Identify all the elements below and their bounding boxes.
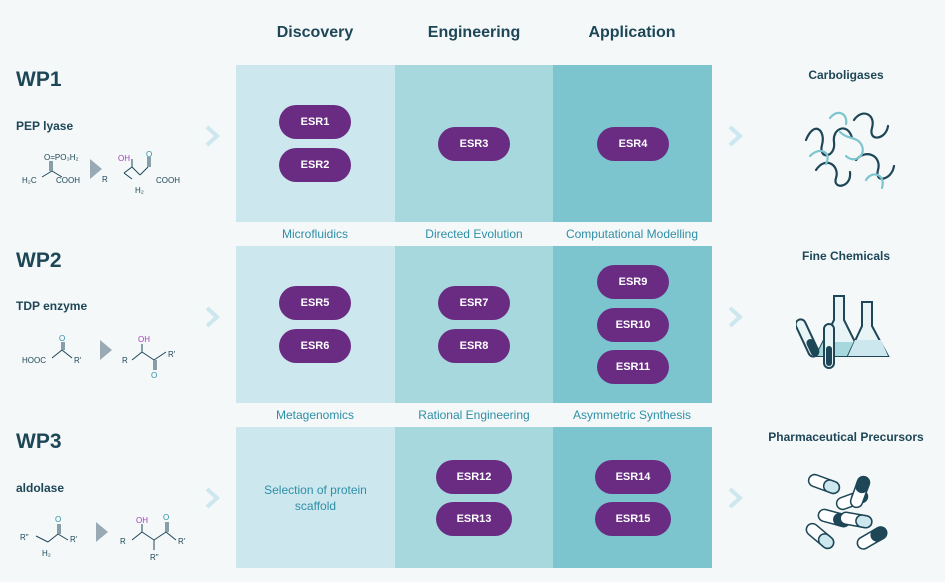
lab-glassware-icon	[796, 295, 890, 369]
method-microfluidics: Microfluidics	[281, 227, 348, 241]
chevron-right-icon	[728, 487, 743, 509]
protein-structure-icon	[804, 111, 896, 190]
wp1-prod-o-label: O	[146, 150, 152, 159]
wp2-title: WP2	[16, 249, 62, 272]
wp3-sub-r2-label: R"	[20, 533, 29, 542]
chevron-right-icon	[728, 125, 743, 147]
method-directed-evolution: Directed Evolution	[425, 227, 523, 241]
esr6-pill[interactable]: ESR6	[279, 329, 351, 363]
wp3-discovery-note-line2: scaffold	[294, 499, 337, 513]
column-header-application: Application	[588, 24, 676, 41]
esr1-pill[interactable]: ESR1	[279, 105, 351, 139]
esr9-pill[interactable]: ESR9	[597, 265, 669, 299]
wp3-sub-r-label: R'	[70, 535, 78, 544]
wp2-engineering-panel	[395, 246, 553, 403]
wp3-discovery-panel	[236, 427, 395, 568]
outcome-carboligases: Carboligases	[808, 68, 884, 82]
wp2-prod-o-label: O	[151, 371, 157, 380]
wp1-reaction-scheme: O=PO₃H₂ H₂C COOH OH O R H₂ COOH	[22, 150, 180, 195]
esr10-pill[interactable]: ESR10	[597, 308, 669, 342]
wp1-title: WP1	[16, 68, 62, 91]
wp1-enzyme: PEP lyase	[16, 119, 74, 133]
wp3-prod-o-label: O	[163, 513, 169, 522]
chevron-right-icon	[728, 306, 743, 328]
esr12-pill[interactable]: ESR12	[436, 460, 512, 494]
column-header-engineering: Engineering	[427, 24, 521, 41]
method-metagenomics: Metagenomics	[275, 408, 355, 422]
capsules-icon	[805, 473, 888, 550]
method-rational-engineering: Rational Engineering	[418, 408, 530, 422]
wp2-prod-r2-label: R'	[168, 350, 176, 359]
wp2-sub-r-label: R'	[74, 356, 82, 365]
outcome-pharmaceutical-precursors: Pharmaceutical Precursors	[768, 430, 924, 444]
wp3-prod-r2-label: R'	[178, 537, 186, 546]
method-computational-modelling: Computational Modelling	[565, 227, 699, 241]
wp1-prod-h2-label: H₂	[135, 186, 144, 195]
wp1-prod-oh-label: OH	[118, 154, 130, 163]
wp2-sub-left-label: HOOC	[22, 356, 46, 365]
wp3-prod-r-label: R	[120, 537, 126, 546]
method-asymmetric-synthesis: Asymmetric Synthesis	[572, 408, 692, 422]
esr7-pill[interactable]: ESR7	[438, 286, 510, 320]
wp1-prod-cooh-label: COOH	[156, 176, 180, 185]
esr3-pill[interactable]: ESR3	[438, 127, 510, 161]
wp3-application-panel	[553, 427, 712, 568]
wp2-prod-oh-label: OH	[138, 335, 150, 344]
esr5-pill[interactable]: ESR5	[279, 286, 351, 320]
wp3-discovery-note-line1: Selection of protein	[264, 483, 367, 497]
outcome-fine-chemicals: Fine Chemicals	[801, 249, 891, 263]
esr2-pill[interactable]: ESR2	[279, 148, 351, 182]
esr13-pill[interactable]: ESR13	[436, 502, 512, 536]
esr4-pill[interactable]: ESR4	[597, 127, 669, 161]
wp2-sub-o-label: O	[59, 334, 65, 343]
wp3-sub-h2-label: H₂	[42, 549, 51, 558]
esr15-pill[interactable]: ESR15	[595, 502, 671, 536]
chevron-right-icon	[205, 125, 220, 147]
wp1-sub-top-label: O=PO₃H₂	[44, 153, 79, 162]
wp3-sub-o-label: O	[55, 515, 61, 524]
wp3-prod-r3-label: R"	[150, 553, 159, 562]
wp3-reaction-scheme: R" H₂ O R' OH O R R' R"	[20, 513, 186, 562]
wp2-enzyme: TDP enzyme	[16, 299, 88, 313]
chevron-right-icon	[205, 306, 220, 328]
wp1-sub-right-label: COOH	[56, 176, 80, 185]
chevron-right-icon	[205, 487, 220, 509]
wp2-prod-r-label: R	[122, 356, 128, 365]
wp2-reaction-scheme: O HOOC R' OH R R' O	[22, 334, 176, 380]
wp2-discovery-panel	[236, 246, 395, 403]
wp3-enzyme: aldolase	[16, 481, 65, 495]
wp3-title: WP3	[16, 430, 62, 453]
esr11-pill[interactable]: ESR11	[597, 350, 669, 384]
wp3-prod-oh-label: OH	[136, 516, 148, 525]
wp3-engineering-panel	[395, 427, 553, 568]
wp1-sub-left-label: H₂C	[22, 176, 37, 185]
column-header-discovery: Discovery	[276, 24, 354, 41]
wp3-discovery-note: Selection of protein scaffold	[236, 482, 395, 514]
esr8-pill[interactable]: ESR8	[438, 329, 510, 363]
wp1-discovery-panel	[236, 65, 395, 222]
esr14-pill[interactable]: ESR14	[595, 460, 671, 494]
wp1-prod-r-label: R	[102, 175, 108, 184]
